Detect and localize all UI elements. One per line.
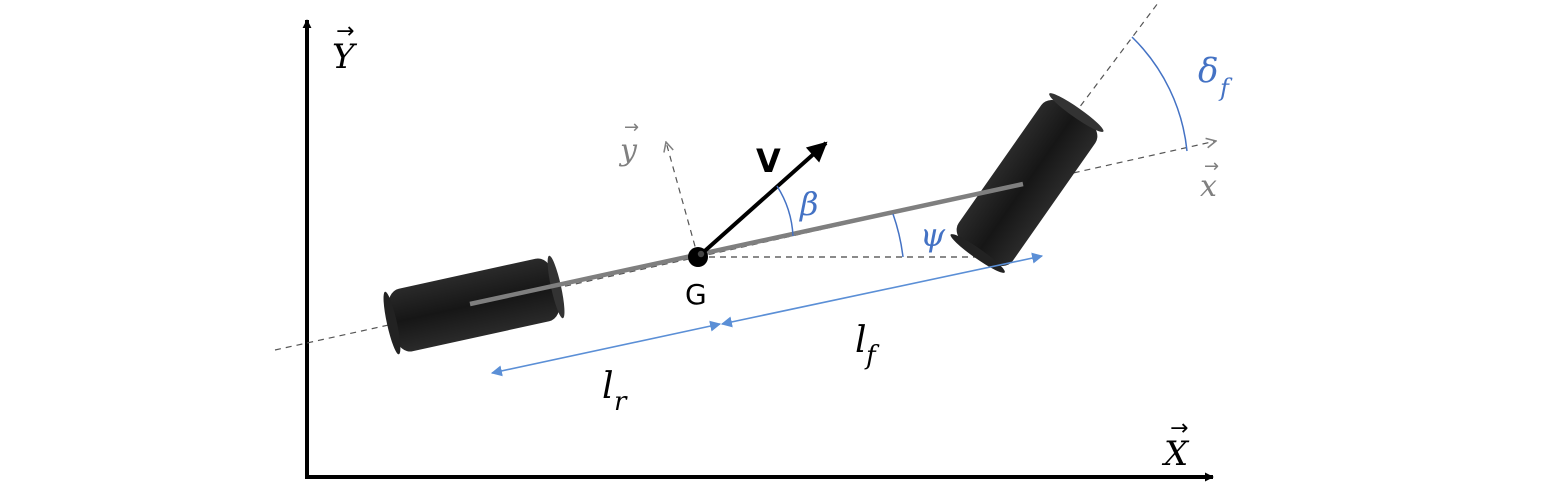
svg-text:l: l [602, 366, 614, 407]
local-y-axis-line [666, 142, 699, 258]
svg-text:f: f [1218, 74, 1233, 102]
center-of-gravity-point [688, 247, 708, 267]
svg-text:X: X [1161, 434, 1190, 474]
svg-text:f: f [864, 341, 880, 371]
vehicle-chassis-line [469, 181, 1024, 307]
front-wheel [950, 93, 1104, 273]
slip-angle-arc [776, 185, 794, 237]
steering-angle-label: δ f [1198, 51, 1233, 102]
global-x-axis-label: → X [1161, 416, 1190, 474]
yaw-angle-arc [892, 213, 904, 258]
svg-text:x: x [1200, 169, 1217, 204]
svg-text:l: l [855, 320, 867, 361]
front-length-dimension-arrow [720, 252, 1044, 328]
svg-text:δ: δ [1198, 51, 1218, 91]
velocity-label: V [756, 142, 781, 180]
slip-angle-label: β [799, 185, 819, 223]
local-y-axis-arrow-icon: → [624, 117, 639, 138]
svg-text:r: r [614, 387, 628, 417]
rear-length-label: l r [602, 366, 628, 417]
front-length-label: l f [855, 320, 880, 371]
local-y-axis-label: → y [618, 117, 639, 168]
global-x-axis-arrow-icon: → [1170, 416, 1188, 441]
center-of-gravity-highlight [697, 250, 705, 258]
steering-angle-arc [1131, 36, 1188, 152]
velocity-vector [696, 141, 828, 259]
global-y-axis-arrow-icon: → [336, 19, 354, 44]
local-x-axis-arrow-icon: → [1204, 156, 1219, 177]
rear-length-dimension-arrow [490, 320, 722, 377]
svg-text:Y: Y [332, 37, 358, 77]
center-of-gravity-label: G [685, 278, 707, 311]
global-y-axis-label: → Y [332, 19, 358, 77]
svg-text:y: y [618, 133, 638, 168]
local-x-axis-label: → x [1200, 156, 1219, 204]
yaw-angle-label: ψ [920, 216, 946, 254]
